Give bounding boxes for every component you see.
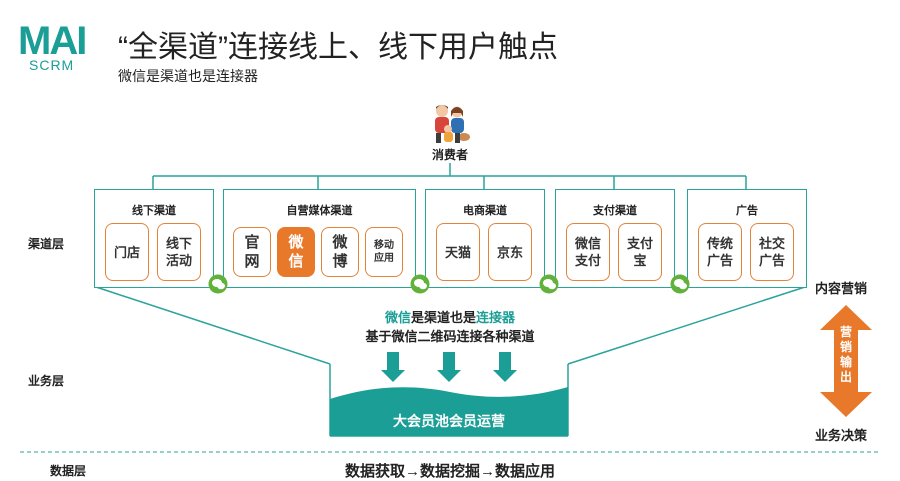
wechat-icon: [539, 274, 559, 294]
page-title: “全渠道”连接线上、线下用户触点: [118, 31, 558, 64]
member-pool-label: 大会员池会员运营: [393, 413, 505, 429]
item-wechat-pay: 微信 支付: [566, 223, 610, 281]
item-social-ads: 社交 广告: [750, 223, 794, 281]
connector-wechat: 微信: [384, 310, 411, 325]
data-flow: 数据获取→数据挖掘→数据应用: [344, 463, 555, 480]
item-tmall: 天猫: [436, 223, 480, 281]
group-title: 线下渠道: [132, 205, 176, 217]
wechat-icon: [410, 274, 430, 294]
wechat-icon: [670, 274, 690, 294]
layer-label-data: 数据层: [50, 464, 87, 478]
item-mobile-app: 移动 应用: [365, 227, 403, 277]
connector-middle: 是渠道也是: [410, 310, 476, 325]
page-subtitle: 微信是渠道也是连接器: [118, 68, 258, 84]
group-title: 电商渠道: [463, 205, 507, 217]
connector-statement: 微信是渠道也是连接器: [330, 307, 570, 326]
consumer-label: 消费者: [431, 148, 468, 162]
item-website: 官 网: [233, 227, 271, 277]
group-title: 支付渠道: [593, 205, 637, 217]
connector-connector: 连接器: [476, 310, 516, 325]
group-title: 自营媒体渠道: [286, 205, 353, 217]
content-marketing-label: 内容营销: [815, 281, 868, 296]
layer-label-business: 业务层: [28, 374, 65, 388]
wechat-icon: [208, 274, 228, 294]
item-weibo: 微 博: [321, 227, 359, 277]
item-traditional-ads: 传统 广告: [698, 223, 742, 281]
connector-subline: 基于微信二维码连接各种渠道: [365, 329, 535, 344]
item-alipay: 支付 宝: [618, 223, 662, 281]
item-jd: 京东: [488, 223, 532, 281]
item-wechat: 微 信: [277, 227, 315, 277]
svg-text:MAI: MAI: [18, 20, 85, 60]
logo-scrm: SCRM: [29, 57, 75, 73]
marketing-output-label: 营销输出: [839, 325, 852, 384]
group-title: 广告: [736, 205, 758, 217]
family-icon: [435, 105, 470, 143]
item-offline-event: 线下 活动: [157, 223, 201, 281]
business-decision-label: 业务决策: [815, 428, 868, 443]
mai-logo: MAI: [18, 20, 87, 60]
layer-label-channel: 渠道层: [28, 237, 65, 251]
item-store: 门店: [105, 223, 149, 281]
